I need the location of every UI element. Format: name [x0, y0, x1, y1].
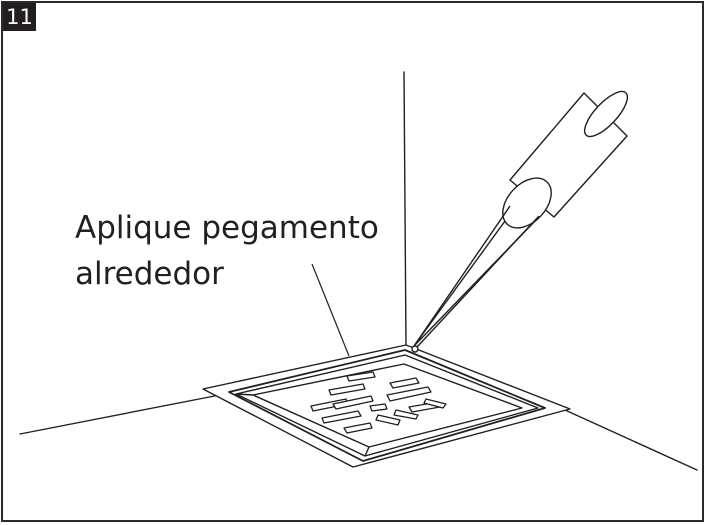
applicator-collar: [502, 177, 552, 229]
step-number-badge: 11: [3, 3, 36, 31]
drain-inner-rim: [235, 354, 539, 457]
caption-leader-line: [311, 263, 350, 357]
drain-slot: [321, 410, 362, 424]
floor-left-edge: [19, 391, 236, 435]
caption-line-2: alrededor: [75, 256, 224, 292]
drain-lip: [235, 393, 254, 396]
drain-slot: [343, 422, 373, 434]
drain-slot: [386, 386, 432, 402]
drain-slot: [346, 371, 376, 382]
glue-applicator: [411, 90, 629, 353]
applicator-nozzle-edge: [413, 205, 511, 347]
drain-slot: [389, 377, 420, 389]
drain-slot: [369, 403, 388, 412]
drain-outer-rim: [228, 349, 546, 462]
drain-slot: [328, 383, 366, 396]
drain-slot: [423, 398, 447, 409]
applicator-nozzle-edge: [416, 215, 540, 348]
drain-slots: [310, 371, 447, 434]
caption-line-1: Aplique pegamento: [75, 210, 379, 246]
drain-lip: [364, 446, 370, 457]
glue-drop: [411, 345, 419, 353]
wall-corner-line: [403, 71, 407, 347]
applicator-end-cap: [583, 90, 629, 138]
drain-slot: [375, 414, 401, 426]
drain-slot: [332, 395, 374, 410]
drain-slot: [393, 409, 419, 420]
instruction-caption: Aplique pegamento alrededor: [75, 205, 379, 297]
